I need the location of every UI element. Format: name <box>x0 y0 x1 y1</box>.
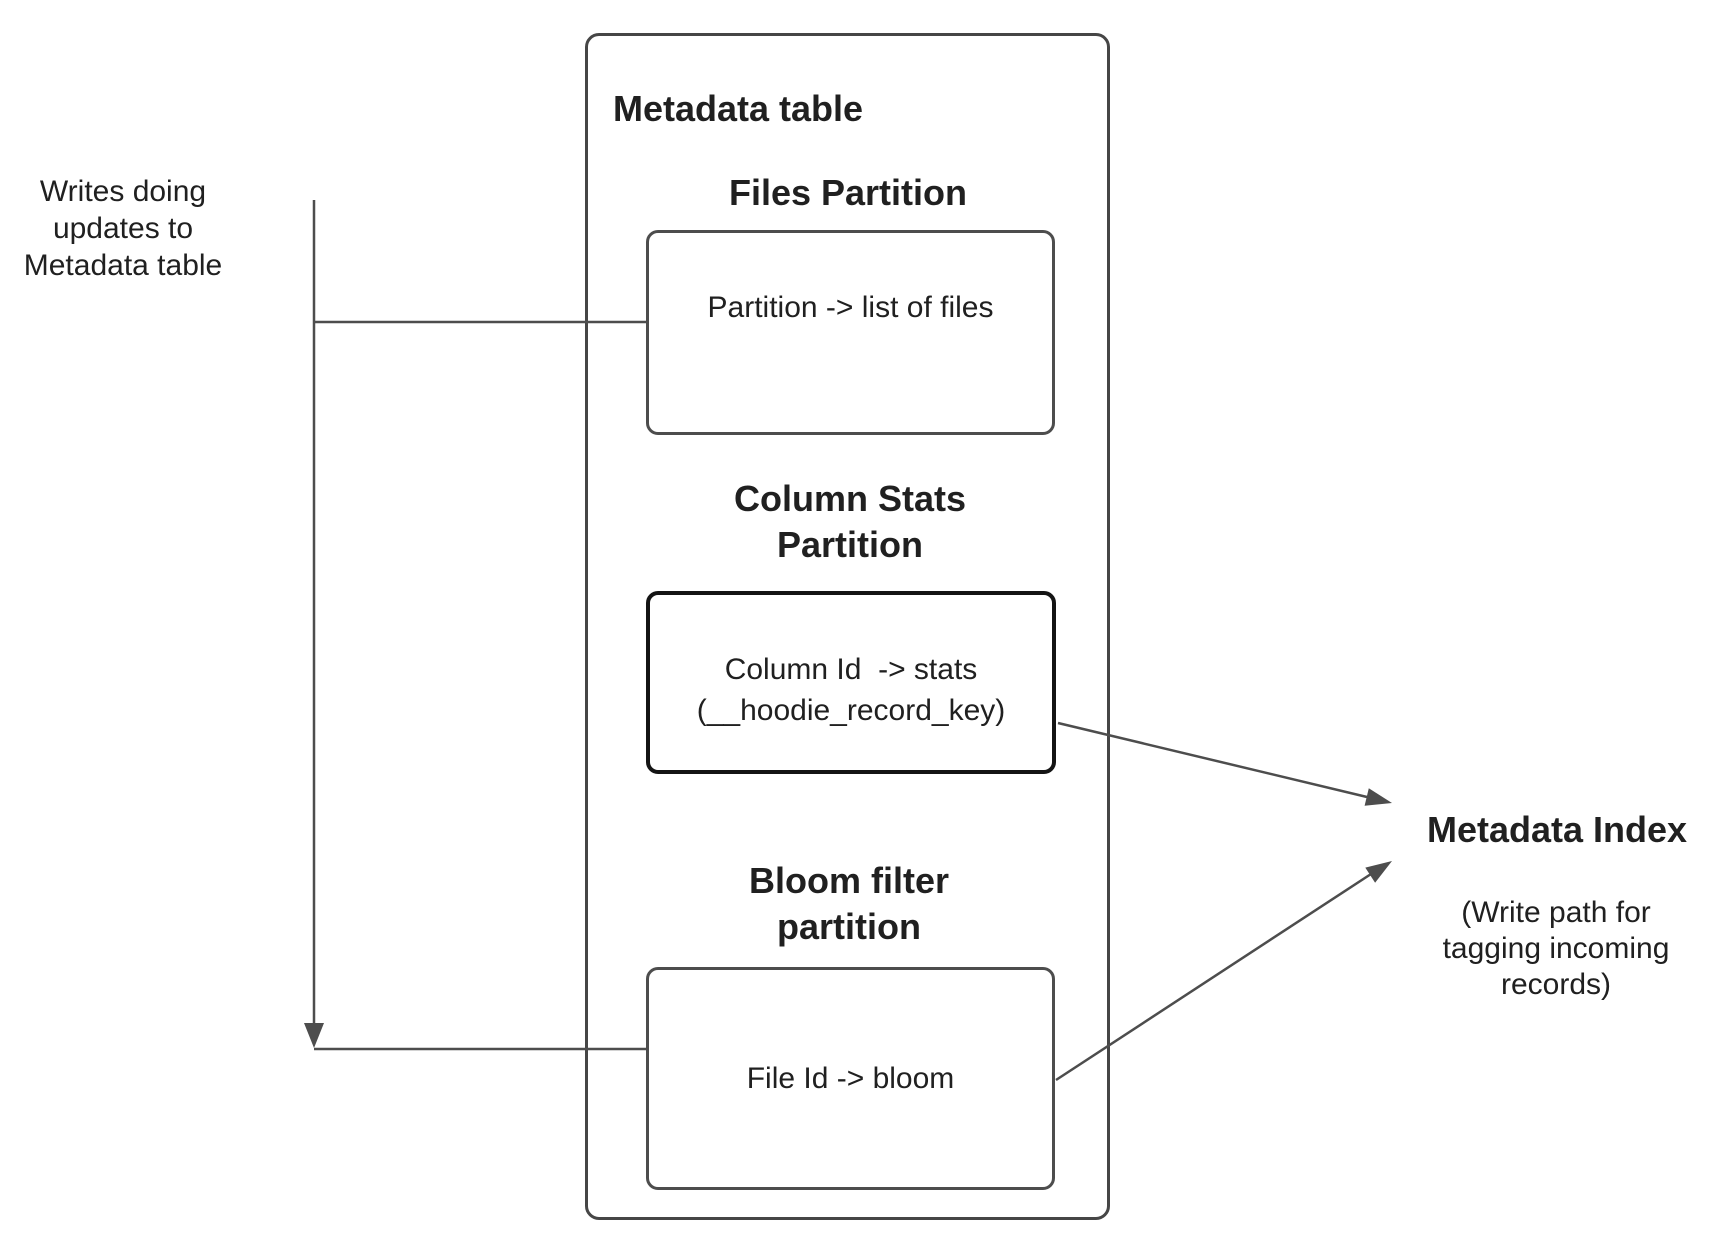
bloom-filter-heading: Bloom filter partition <box>599 858 1099 950</box>
bloom-filter-heading-line: Bloom filter <box>748 860 949 901</box>
column-stats-box-text: (__hoodie_record_key) <box>696 693 1006 727</box>
metadata-index-subtitle-line: (Write path for <box>1461 896 1651 929</box>
column-stats-heading-line: Partition <box>776 524 923 565</box>
arrow-bloom-to-index-head <box>1365 861 1392 883</box>
bloom-filter-box-text: File Id -> bloom <box>746 1062 955 1095</box>
bloom-filter-box: File Id -> bloom <box>646 967 1055 1190</box>
files-partition-box-text: Partition -> list of files <box>707 290 994 324</box>
files-partition-heading-line: Files Partition <box>728 172 968 213</box>
files-partition-heading: Files Partition <box>598 175 1098 211</box>
column-stats-box-text: Column Id -> stats <box>724 652 978 686</box>
files-partition-box: Partition -> list of files <box>646 230 1055 435</box>
bloom-filter-heading-line: partition <box>777 906 921 947</box>
column-stats-heading-line: Column Stats <box>733 478 966 519</box>
writes-updates-label: Writes doing updates to Metadata table <box>18 173 228 284</box>
writes-updates-label-line: updates to <box>52 212 194 245</box>
metadata-index-subtitle-line: records) <box>1500 968 1612 1001</box>
writes-arrow-down-head <box>304 1023 324 1048</box>
metadata-index-subtitle: (Write path for tagging incoming records… <box>1431 895 1681 1003</box>
column-stats-box: Column Id -> stats (__hoodie_record_key) <box>646 591 1056 774</box>
metadata-index-title: Metadata Index <box>1426 809 1688 850</box>
metadata-table-title: Metadata table <box>613 88 864 129</box>
column-stats-heading: Column Stats Partition <box>600 476 1100 568</box>
metadata-index-subtitle-line: tagging incoming <box>1442 932 1670 965</box>
arrow-column-stats-to-index-head <box>1364 788 1392 806</box>
writes-updates-label-line: Metadata table <box>23 249 223 282</box>
writes-updates-label-line: Writes doing <box>39 175 207 208</box>
